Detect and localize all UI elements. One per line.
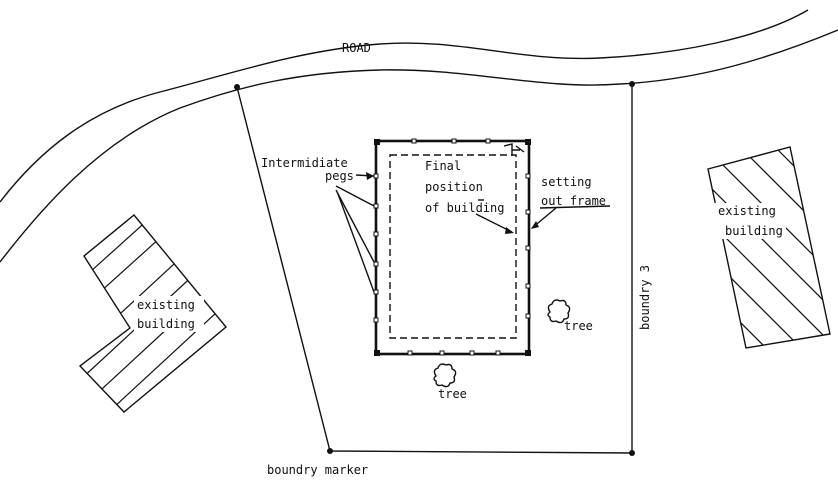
boundary-marker-label: boundry marker (267, 463, 368, 477)
road-label: ROAD (342, 41, 371, 55)
boundary-side-label: boundry 3 (638, 265, 652, 330)
boundary-marker-top-left (234, 84, 240, 90)
pegs-arrow-head (366, 172, 374, 180)
setting-out-leader (531, 205, 611, 229)
boundary-marker-bottom-right (629, 450, 635, 456)
existing-building-right-label-line2: building (725, 224, 783, 238)
tree-bottom-label: tree (438, 387, 467, 401)
final-position-label-line2: position (425, 180, 483, 194)
intermediate-pegs-label-line1: Intermidiate (261, 156, 348, 170)
left-building-label-bg (134, 296, 204, 332)
boundary-marker-top-right (629, 81, 635, 87)
setting-out-label-line2: out frame (541, 194, 606, 208)
boundary-marker-bottom-left (327, 448, 333, 454)
existing-building-right (707, 146, 831, 349)
existing-building-left-label-line1: existing (137, 298, 195, 312)
tree-right-icon (547, 299, 571, 324)
tree-right-label: tree (564, 319, 593, 333)
road-edge-lower (0, 29, 838, 263)
setting-out-label-line1: setting (541, 175, 592, 189)
tree-bottom-icon (433, 363, 457, 388)
intermediate-pegs-label-line2: pegs (325, 169, 354, 183)
boundary-lines (236, 84, 633, 454)
final-position-arrow-head (505, 227, 514, 234)
right-building-label-bg (714, 203, 786, 239)
final-position-label-line3: of building (425, 201, 504, 215)
corner-profiles (374, 139, 531, 356)
road-edge-upper (0, 9, 809, 203)
existing-building-right-label-line1: existing (718, 204, 776, 218)
final-position-label-line1: Final (425, 159, 461, 173)
existing-building-left-label-line2: building (137, 317, 195, 331)
pegs-leader-lines (335, 174, 375, 293)
corner-detail (503, 143, 525, 156)
existing-building-left (78, 214, 227, 413)
intermediate-pegs (373, 138, 531, 356)
setting-out-arrow-head (531, 221, 539, 229)
